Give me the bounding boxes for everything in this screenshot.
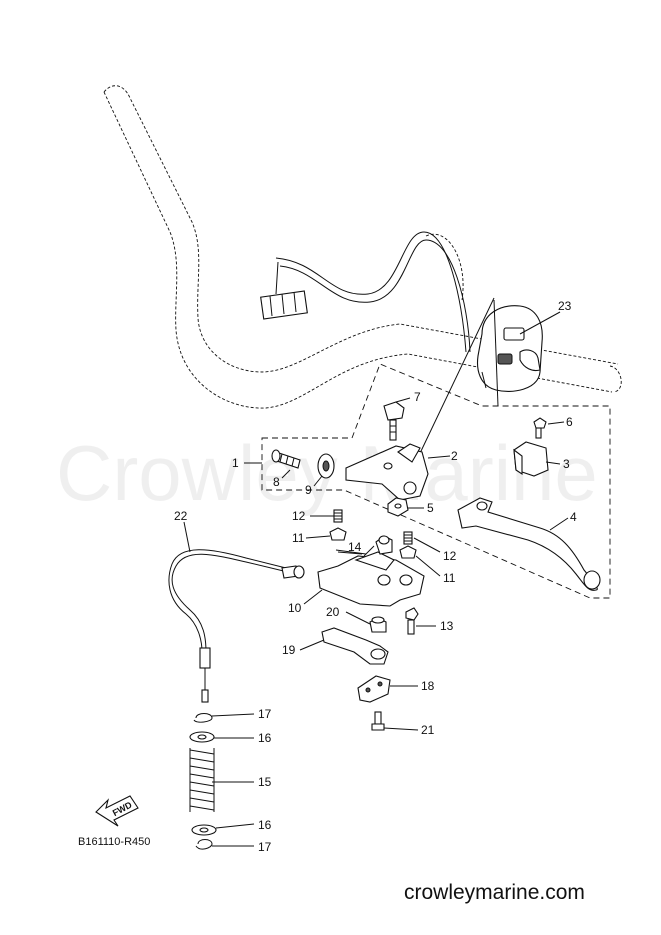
callout-3: 3	[563, 457, 570, 471]
switch-wire-harness	[260, 231, 471, 353]
switch-clamp-cover	[513, 441, 549, 477]
adjuster-bolt	[271, 449, 301, 469]
callout-4: 4	[570, 510, 577, 524]
clutch-switch	[375, 535, 393, 555]
handlebar	[103, 85, 622, 409]
website-link[interactable]: crowleymarine.com	[404, 881, 585, 904]
leader-lines	[183, 311, 569, 847]
callout-2: 2	[451, 449, 458, 463]
callout-5: 5	[427, 501, 434, 515]
callout-8: 8	[273, 475, 280, 489]
callout-21: 21	[421, 723, 435, 737]
callout-23: 23	[558, 299, 572, 313]
holder-bolt	[383, 401, 405, 441]
callout-11-right: 11	[443, 571, 456, 585]
spring-and-plug-right	[399, 531, 417, 559]
circlip-top	[193, 713, 213, 723]
clutch-lever	[457, 497, 601, 591]
callout-1: 1	[232, 456, 239, 470]
clutch-cable	[168, 549, 305, 703]
spring-and-plug-left	[329, 509, 347, 541]
callout-20: 20	[326, 605, 340, 619]
callout-17-bottom: 17	[258, 840, 272, 854]
callout-10: 10	[288, 601, 302, 615]
callout-16-top: 16	[258, 731, 272, 745]
callout-6: 6	[566, 415, 573, 429]
callout-12-right: 12	[443, 549, 457, 563]
callout-9: 9	[305, 483, 312, 497]
diagram-code: B161110-R450	[78, 836, 150, 848]
lever-bracket	[317, 549, 425, 607]
callouts: 1 2 3 4 5 6 7 8 9 10 11 11 12 12 13 14 1…	[174, 299, 577, 854]
collar	[369, 616, 387, 633]
lever-group-outline	[261, 363, 611, 599]
callout-19: 19	[282, 643, 296, 657]
callout-11-left: 11	[292, 531, 305, 545]
callout-17-top: 17	[258, 707, 272, 721]
circlip-bottom	[195, 839, 213, 850]
lever-holder	[345, 443, 429, 501]
callout-13: 13	[440, 619, 454, 633]
plate	[357, 675, 391, 703]
adjuster-wheel	[317, 453, 335, 479]
callout-15: 15	[258, 775, 272, 789]
callout-7: 7	[414, 390, 421, 404]
fwd-arrow: FWD	[95, 795, 139, 827]
callout-22: 22	[174, 509, 188, 523]
callout-16-bottom: 16	[258, 818, 272, 832]
bracket-bolt	[405, 607, 419, 635]
callout-14: 14	[348, 540, 362, 554]
wire-coupler	[260, 290, 308, 320]
plate-screw	[371, 711, 385, 731]
washer-top	[189, 731, 215, 743]
handlebar-switch	[476, 305, 543, 392]
callout-18: 18	[421, 679, 435, 693]
spring	[189, 748, 215, 812]
lever-nut	[387, 497, 409, 517]
callout-12-left: 12	[292, 509, 306, 523]
clutch-arm	[321, 627, 389, 665]
washer-bottom	[191, 824, 217, 836]
cover-screw	[533, 417, 547, 439]
